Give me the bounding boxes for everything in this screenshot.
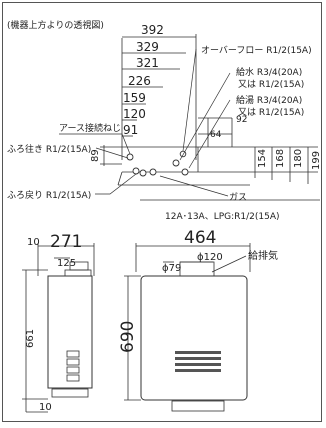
label-bath-go: ふろ往き R1/2(15A) xyxy=(7,143,91,155)
front-height: 690 xyxy=(118,321,138,353)
label-earth: アース接続ねじ xyxy=(59,122,121,134)
dim-226: 226 xyxy=(128,74,151,88)
dim-154: 154 xyxy=(257,149,268,168)
dim-392: 392 xyxy=(141,23,164,37)
dim-120: 120 xyxy=(123,107,146,121)
frame-border xyxy=(2,2,322,422)
front-vents xyxy=(175,351,221,372)
caption: (機器上方よりの透視図) xyxy=(7,19,104,31)
dim-168: 168 xyxy=(275,149,286,168)
top-dimension-lines xyxy=(121,34,197,160)
side-duct: 125 xyxy=(57,258,76,269)
front-view xyxy=(124,243,251,412)
perspective-box xyxy=(100,117,318,186)
side-offset-top: 10 xyxy=(27,237,40,248)
label-gas: ガス xyxy=(229,192,247,203)
side-height: 661 xyxy=(25,329,36,348)
dim-92: 92 xyxy=(236,115,247,125)
front-duct-inner: ϕ79 xyxy=(162,263,181,274)
side-view-dims: 10 271 125 661 10 xyxy=(25,232,82,413)
dim-329: 329 xyxy=(136,40,159,54)
dim-180: 180 xyxy=(293,149,304,168)
label-water-supply-2: 又は R1/2(15A) xyxy=(238,79,304,90)
label-hot-water-1: 給湯 R3/4(20A) xyxy=(236,94,302,106)
label-overflow: オーバーフロー R1/2(15A) xyxy=(201,45,312,56)
side-offset-bottom: 10 xyxy=(39,402,52,413)
front-view-dims: 464 ϕ120 ϕ79 給排気 690 xyxy=(118,228,278,353)
pipe-fittings xyxy=(126,150,189,177)
front-width: 464 xyxy=(184,228,216,248)
label-water-supply-1: 給水 R3/4(20A) xyxy=(236,66,302,78)
dim-159: 159 xyxy=(123,91,146,105)
label-bath-return: ふろ戻り R1/2(15A) xyxy=(7,189,91,201)
vertical-dims: 154 168 180 199 89 xyxy=(90,149,322,170)
side-width: 271 xyxy=(50,232,82,252)
dim-321: 321 xyxy=(136,56,159,70)
dim-64: 64 xyxy=(210,130,222,140)
front-exhaust-label: 給排気 xyxy=(248,249,278,262)
top-dim-values: 392 329 321 226 159 120 91 xyxy=(123,23,164,137)
dim-91: 91 xyxy=(123,123,138,137)
front-duct-outer: ϕ120 xyxy=(197,252,223,263)
callout-labels: オーバーフロー R1/2(15A) 給水 R3/4(20A) 又は R1/2(1… xyxy=(7,45,312,222)
dim-199: 199 xyxy=(311,151,322,170)
label-hot-water-2: 又は R1/2(15A) xyxy=(238,107,304,118)
dim-89: 89 xyxy=(90,149,101,162)
label-gas-spec: 12A･13A、LPG:R1/2(15A) xyxy=(165,212,280,222)
leader-lines xyxy=(59,48,320,201)
side-view xyxy=(22,243,95,413)
right-dims: 64 92 xyxy=(210,115,247,140)
